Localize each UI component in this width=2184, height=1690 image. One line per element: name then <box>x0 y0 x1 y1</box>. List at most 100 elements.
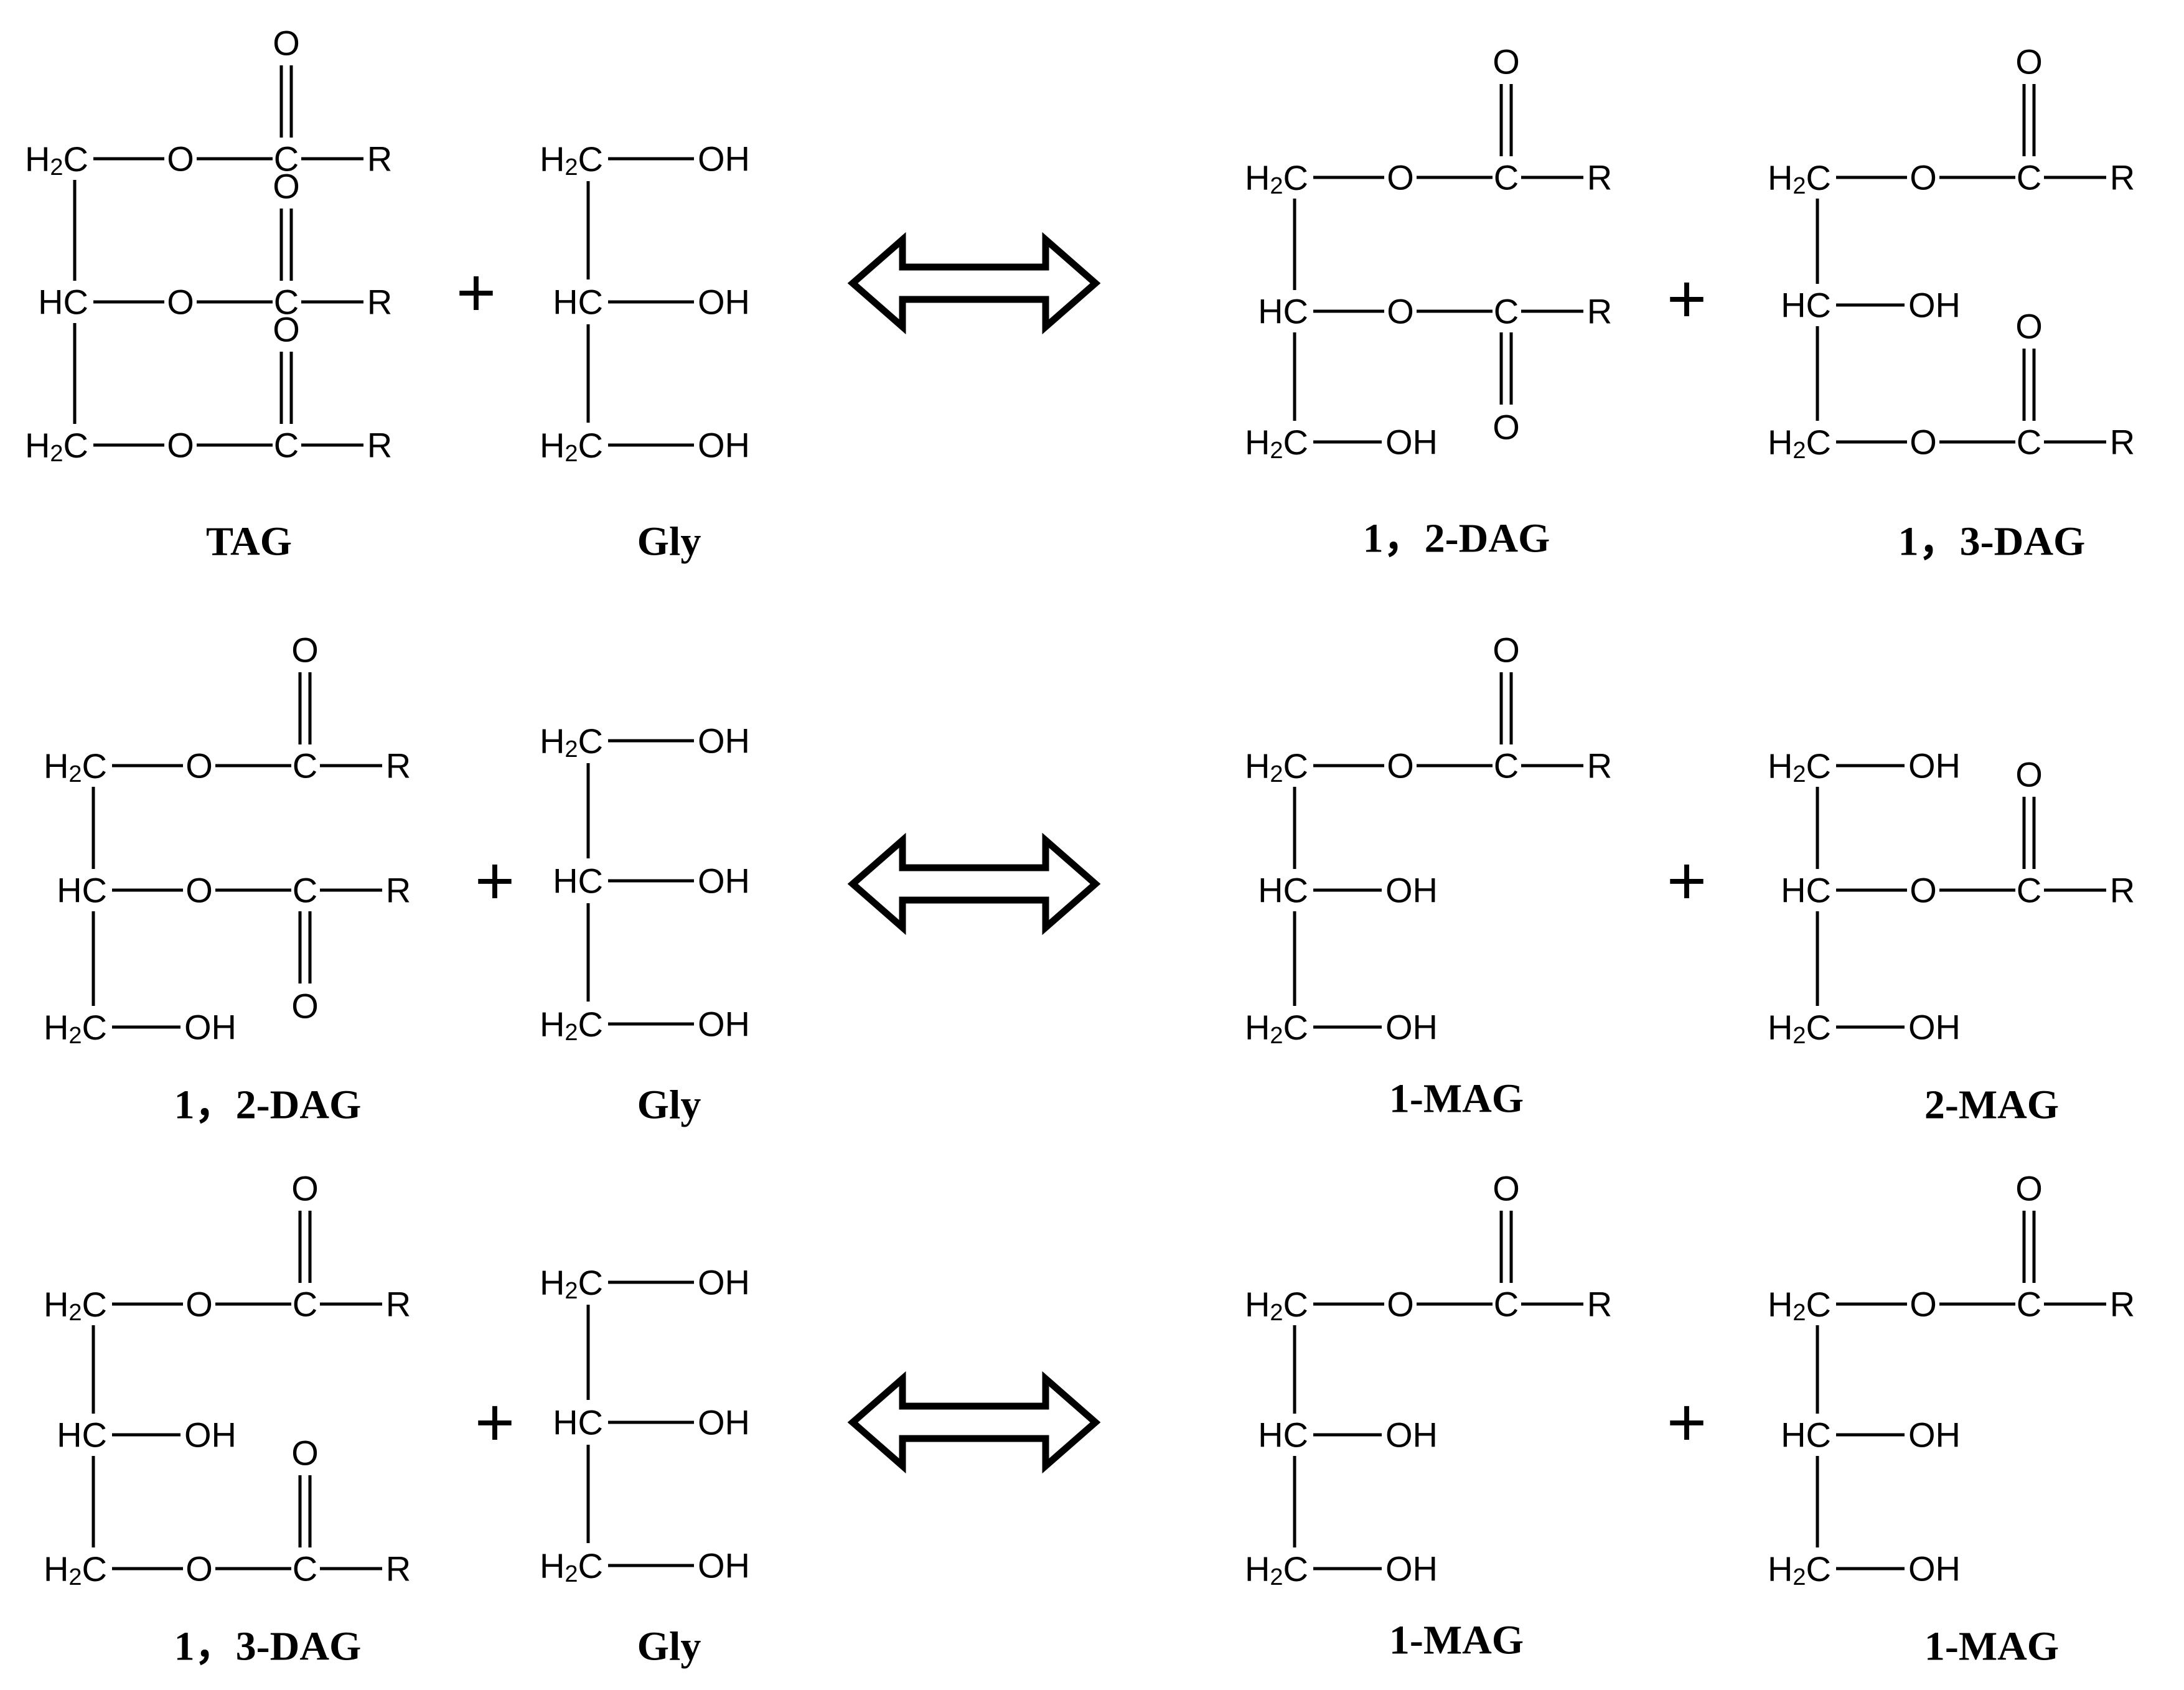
hydroxyl-group: OH <box>698 1263 750 1302</box>
ester-oxygen: O <box>1387 292 1414 331</box>
carbonyl-carbon: C <box>1494 292 1519 331</box>
double-arrow-outline <box>847 1371 1101 1474</box>
hydroxyl-group: OH <box>1908 1008 1961 1047</box>
carbonyl-carbon: C <box>2017 158 2041 197</box>
hydroxyl-group: OH <box>1385 871 1438 910</box>
molecule-label: Gly <box>637 519 701 565</box>
plus-sign-r0-right: + <box>1667 261 1707 337</box>
hydroxyl-group: OH <box>698 1005 750 1044</box>
carbonyl-oxygen: O <box>291 631 319 670</box>
molecule-label: 2-MAG <box>1924 1082 2059 1128</box>
hydroxyl-group: OH <box>698 721 750 761</box>
ch2-carbon: H2C <box>1768 1285 1831 1326</box>
carbonyl-oxygen: O <box>273 167 300 206</box>
ch-carbon: HC <box>553 1403 603 1442</box>
equilibrium-arrow-r0 <box>847 232 1101 335</box>
r-group: R <box>2110 158 2135 197</box>
molecule-label: 1-MAG <box>1389 1076 1524 1122</box>
hydroxyl-group: OH <box>1908 1549 1961 1589</box>
carbonyl-carbon: C <box>1494 746 1519 786</box>
ester-oxygen: O <box>185 1285 213 1324</box>
molecule-label: 1，2-DAG <box>174 1082 362 1128</box>
hydroxyl-group: OH <box>698 139 750 179</box>
r-group: R <box>367 426 392 465</box>
ch2-carbon: H2C <box>1245 746 1308 788</box>
hydroxyl-group: OH <box>698 283 750 322</box>
ch2-carbon: H2C <box>1768 1008 1831 1049</box>
ester-oxygen: O <box>167 426 194 465</box>
carbonyl-carbon: C <box>293 1285 317 1324</box>
hydroxyl-group: OH <box>1385 1549 1438 1589</box>
carbonyl-oxygen: O <box>1493 42 1520 82</box>
ch2-carbon: H2C <box>1768 423 1831 464</box>
hydroxyl-group: OH <box>1908 286 1961 325</box>
molecule-label: 1，2-DAG <box>1363 516 1550 561</box>
equilibrium-arrow-r2 <box>847 1371 1101 1474</box>
ch-carbon: HC <box>38 283 88 322</box>
r-group: R <box>1587 746 1612 786</box>
ch-carbon: HC <box>57 871 107 910</box>
carbonyl-carbon: C <box>2017 1285 2041 1324</box>
ch-carbon: HC <box>1781 286 1831 325</box>
hydroxyl-group: OH <box>1908 746 1961 786</box>
carbonyl-oxygen: O <box>1493 1169 1520 1208</box>
ch-carbon: HC <box>1781 871 1831 910</box>
ch-carbon: HC <box>1781 1415 1831 1455</box>
ch2-carbon: H2C <box>44 1549 107 1591</box>
ch2-carbon: H2C <box>1245 1008 1308 1049</box>
carbonyl-carbon: C <box>274 283 299 322</box>
ester-oxygen: O <box>185 871 213 910</box>
hydroxyl-group: OH <box>184 1008 237 1047</box>
carbonyl-carbon: C <box>293 746 317 786</box>
plus-sign-r2-left: + <box>475 1384 515 1461</box>
r-group: R <box>367 139 392 179</box>
ester-oxygen: O <box>185 746 213 786</box>
carbonyl-oxygen: O <box>1493 408 1520 447</box>
molecule-label: 1，3-DAG <box>174 1624 362 1669</box>
carbonyl-oxygen: O <box>291 987 319 1026</box>
ch2-carbon: H2C <box>540 1546 603 1588</box>
plus-sign-r1-right: + <box>1667 843 1707 919</box>
carbonyl-carbon: C <box>1494 158 1519 197</box>
plus-sign-r1-left: + <box>475 843 515 919</box>
ch2-carbon: H2C <box>1768 1549 1831 1591</box>
ch2-carbon: H2C <box>540 721 603 763</box>
double-arrow-outline <box>847 232 1101 335</box>
ch2-carbon: H2C <box>1768 158 1831 200</box>
carbonyl-oxygen: O <box>2015 42 2043 82</box>
carbonyl-oxygen: O <box>273 24 300 63</box>
ch2-carbon: H2C <box>1245 158 1308 200</box>
hydroxyl-group: OH <box>1385 1415 1438 1455</box>
ch-carbon: HC <box>1258 1415 1308 1455</box>
hydroxyl-group: OH <box>1385 423 1438 462</box>
carbonyl-carbon: C <box>1494 1285 1519 1324</box>
hydroxyl-group: OH <box>698 1546 750 1585</box>
carbonyl-carbon: C <box>2017 423 2041 462</box>
carbonyl-oxygen: O <box>2015 755 2043 794</box>
carbonyl-carbon: C <box>293 871 317 910</box>
molecule-label: TAG <box>206 519 292 565</box>
carbonyl-carbon: C <box>274 426 299 465</box>
carbonyl-carbon: C <box>274 139 299 179</box>
ch-carbon: HC <box>553 861 603 901</box>
ester-oxygen: O <box>1910 871 1937 910</box>
r-group: R <box>367 283 392 322</box>
carbonyl-carbon: C <box>293 1549 317 1589</box>
ester-oxygen: O <box>185 1549 213 1589</box>
ch2-carbon: H2C <box>1245 1285 1308 1326</box>
hydroxyl-group: OH <box>1385 1008 1438 1047</box>
r-group: R <box>386 746 411 786</box>
ester-oxygen: O <box>1387 1285 1414 1324</box>
r-group: R <box>1587 292 1612 331</box>
carbonyl-oxygen: O <box>273 310 300 349</box>
ester-oxygen: O <box>1387 158 1414 197</box>
ch2-carbon: H2C <box>540 1005 603 1046</box>
hydroxyl-group: OH <box>184 1415 237 1455</box>
